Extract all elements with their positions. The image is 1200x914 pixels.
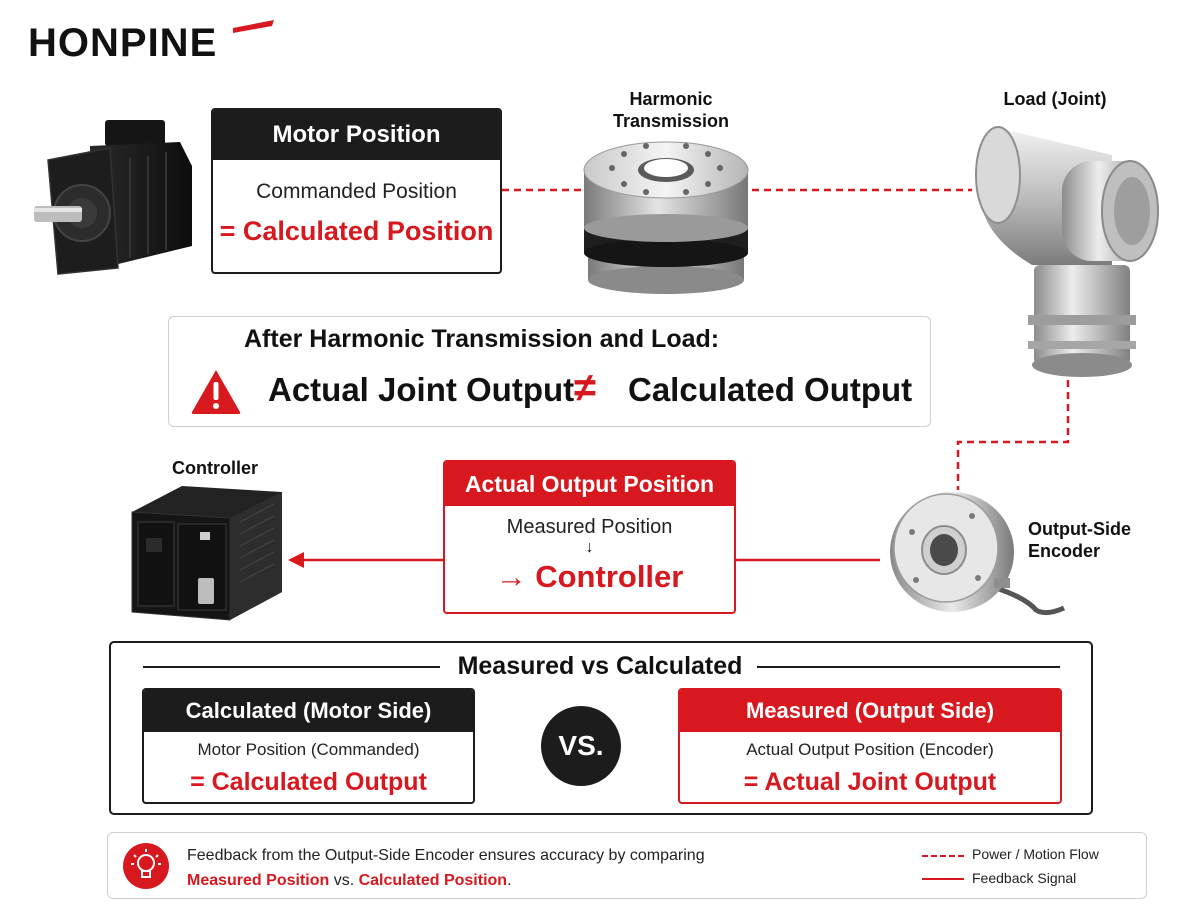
actual-output-card: Actual Output Position Measured Position… [443, 460, 736, 614]
down-arrow-icon: ↓ [585, 539, 594, 556]
measured-header: Measured (Output Side) [680, 690, 1060, 732]
comparison-panel [109, 641, 1093, 815]
legend-solid-line [922, 878, 964, 880]
calculated-motor-side-card: Calculated (Motor Side) Motor Position (… [142, 688, 475, 804]
encoder-illustration [890, 492, 1066, 616]
legend-feedback-signal: Feedback Signal [972, 870, 1077, 886]
to-controller-text: → Controller [495, 559, 684, 594]
measured-position-text: Measured Position [506, 516, 673, 538]
motor-position-commanded-text: Motor Position (Commanded) [197, 740, 420, 759]
load-joint-label: Load (Joint) [1003, 89, 1107, 109]
actual-output-encoder-text: Actual Output Position (Encoder) [746, 740, 994, 759]
after-transmission-title: After Harmonic Transmission and Load: [244, 325, 720, 353]
motor-position-header: Motor Position [213, 110, 500, 160]
harmonic-transmission-label: Harmonic Transmission [612, 89, 730, 131]
motor-position-card: Motor Position Commanded Position = Calc… [211, 108, 502, 274]
honpine-logo: HONPINE [28, 20, 274, 64]
footer-calculated-position: Calculated Position [358, 872, 508, 889]
result-summary-box [168, 316, 931, 427]
svg-text:HONPINE: HONPINE [28, 21, 217, 64]
legend-dashed-line [922, 855, 964, 857]
controller-illustration [131, 486, 282, 621]
calculated-header: Calculated (Motor Side) [144, 690, 473, 732]
calculated-output-result: = Calculated Output [190, 768, 427, 796]
servo-motor-illustration [34, 120, 192, 275]
output-side-encoder-label: Output-Side Encoder [1028, 519, 1131, 561]
not-equal-icon: ≠ [574, 366, 596, 410]
actual-output-header: Actual Output Position [445, 462, 734, 506]
calculated-position-text: = Calculated Position [219, 216, 494, 246]
footer-line-1: Feedback from the Output-Side Encoder en… [187, 847, 705, 864]
footer-note [107, 832, 1147, 899]
comparison-title: Measured vs Calculated [457, 652, 743, 680]
legend-power-motion-flow: Power / Motion Flow [972, 846, 1099, 862]
footer-measured-position: Measured Position [187, 872, 330, 889]
measured-output-side-card: Measured (Output Side) Actual Output Pos… [678, 688, 1062, 804]
commanded-position-text: Commanded Position [256, 180, 457, 203]
actual-joint-output-result: = Actual Joint Output [743, 768, 997, 796]
calculated-output-text: Calculated Output [628, 371, 913, 408]
harmonic-transmission-illustration [583, 141, 749, 294]
title-rule-left [143, 666, 440, 668]
footer-period: . [507, 872, 512, 889]
controller-label: Controller [171, 458, 258, 478]
vs-badge: VS. [541, 706, 621, 786]
footer-line-2: Measured Position vs. Calculated Positio… [187, 872, 512, 890]
actual-joint-output-text: Actual Joint Output [268, 371, 575, 408]
title-rule-right [757, 666, 1060, 668]
footer-vs: vs. [329, 872, 359, 889]
warning-icon [191, 370, 241, 414]
lightbulb-icon [123, 843, 169, 889]
load-joint-illustration [975, 126, 1159, 377]
